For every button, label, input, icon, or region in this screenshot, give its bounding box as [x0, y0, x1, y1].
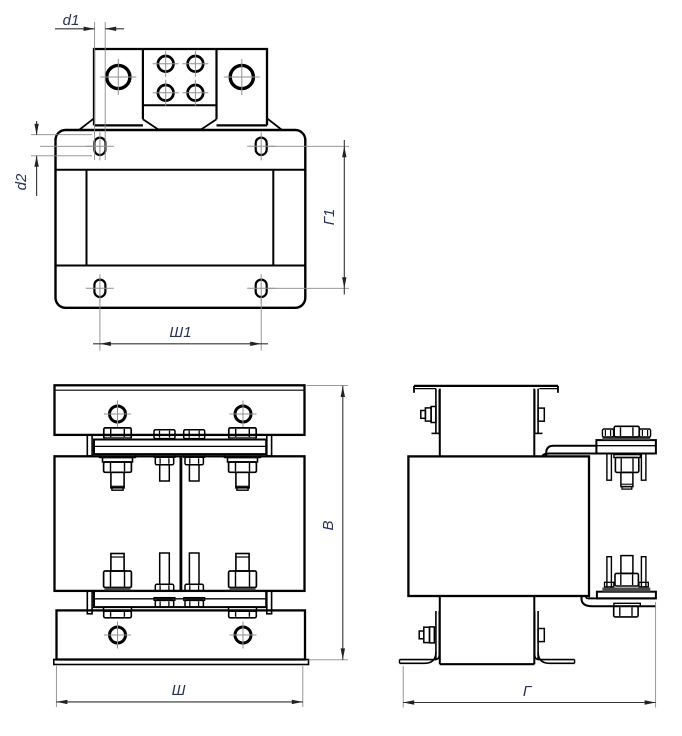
- svg-text:Ш: Ш: [172, 682, 186, 699]
- svg-text:d1: d1: [63, 12, 80, 29]
- svg-text:d2: d2: [13, 173, 30, 190]
- svg-text:Г: Г: [523, 683, 533, 700]
- svg-text:Г1: Г1: [321, 209, 338, 226]
- svg-text:Ш1: Ш1: [169, 324, 191, 341]
- svg-text:В: В: [320, 520, 337, 530]
